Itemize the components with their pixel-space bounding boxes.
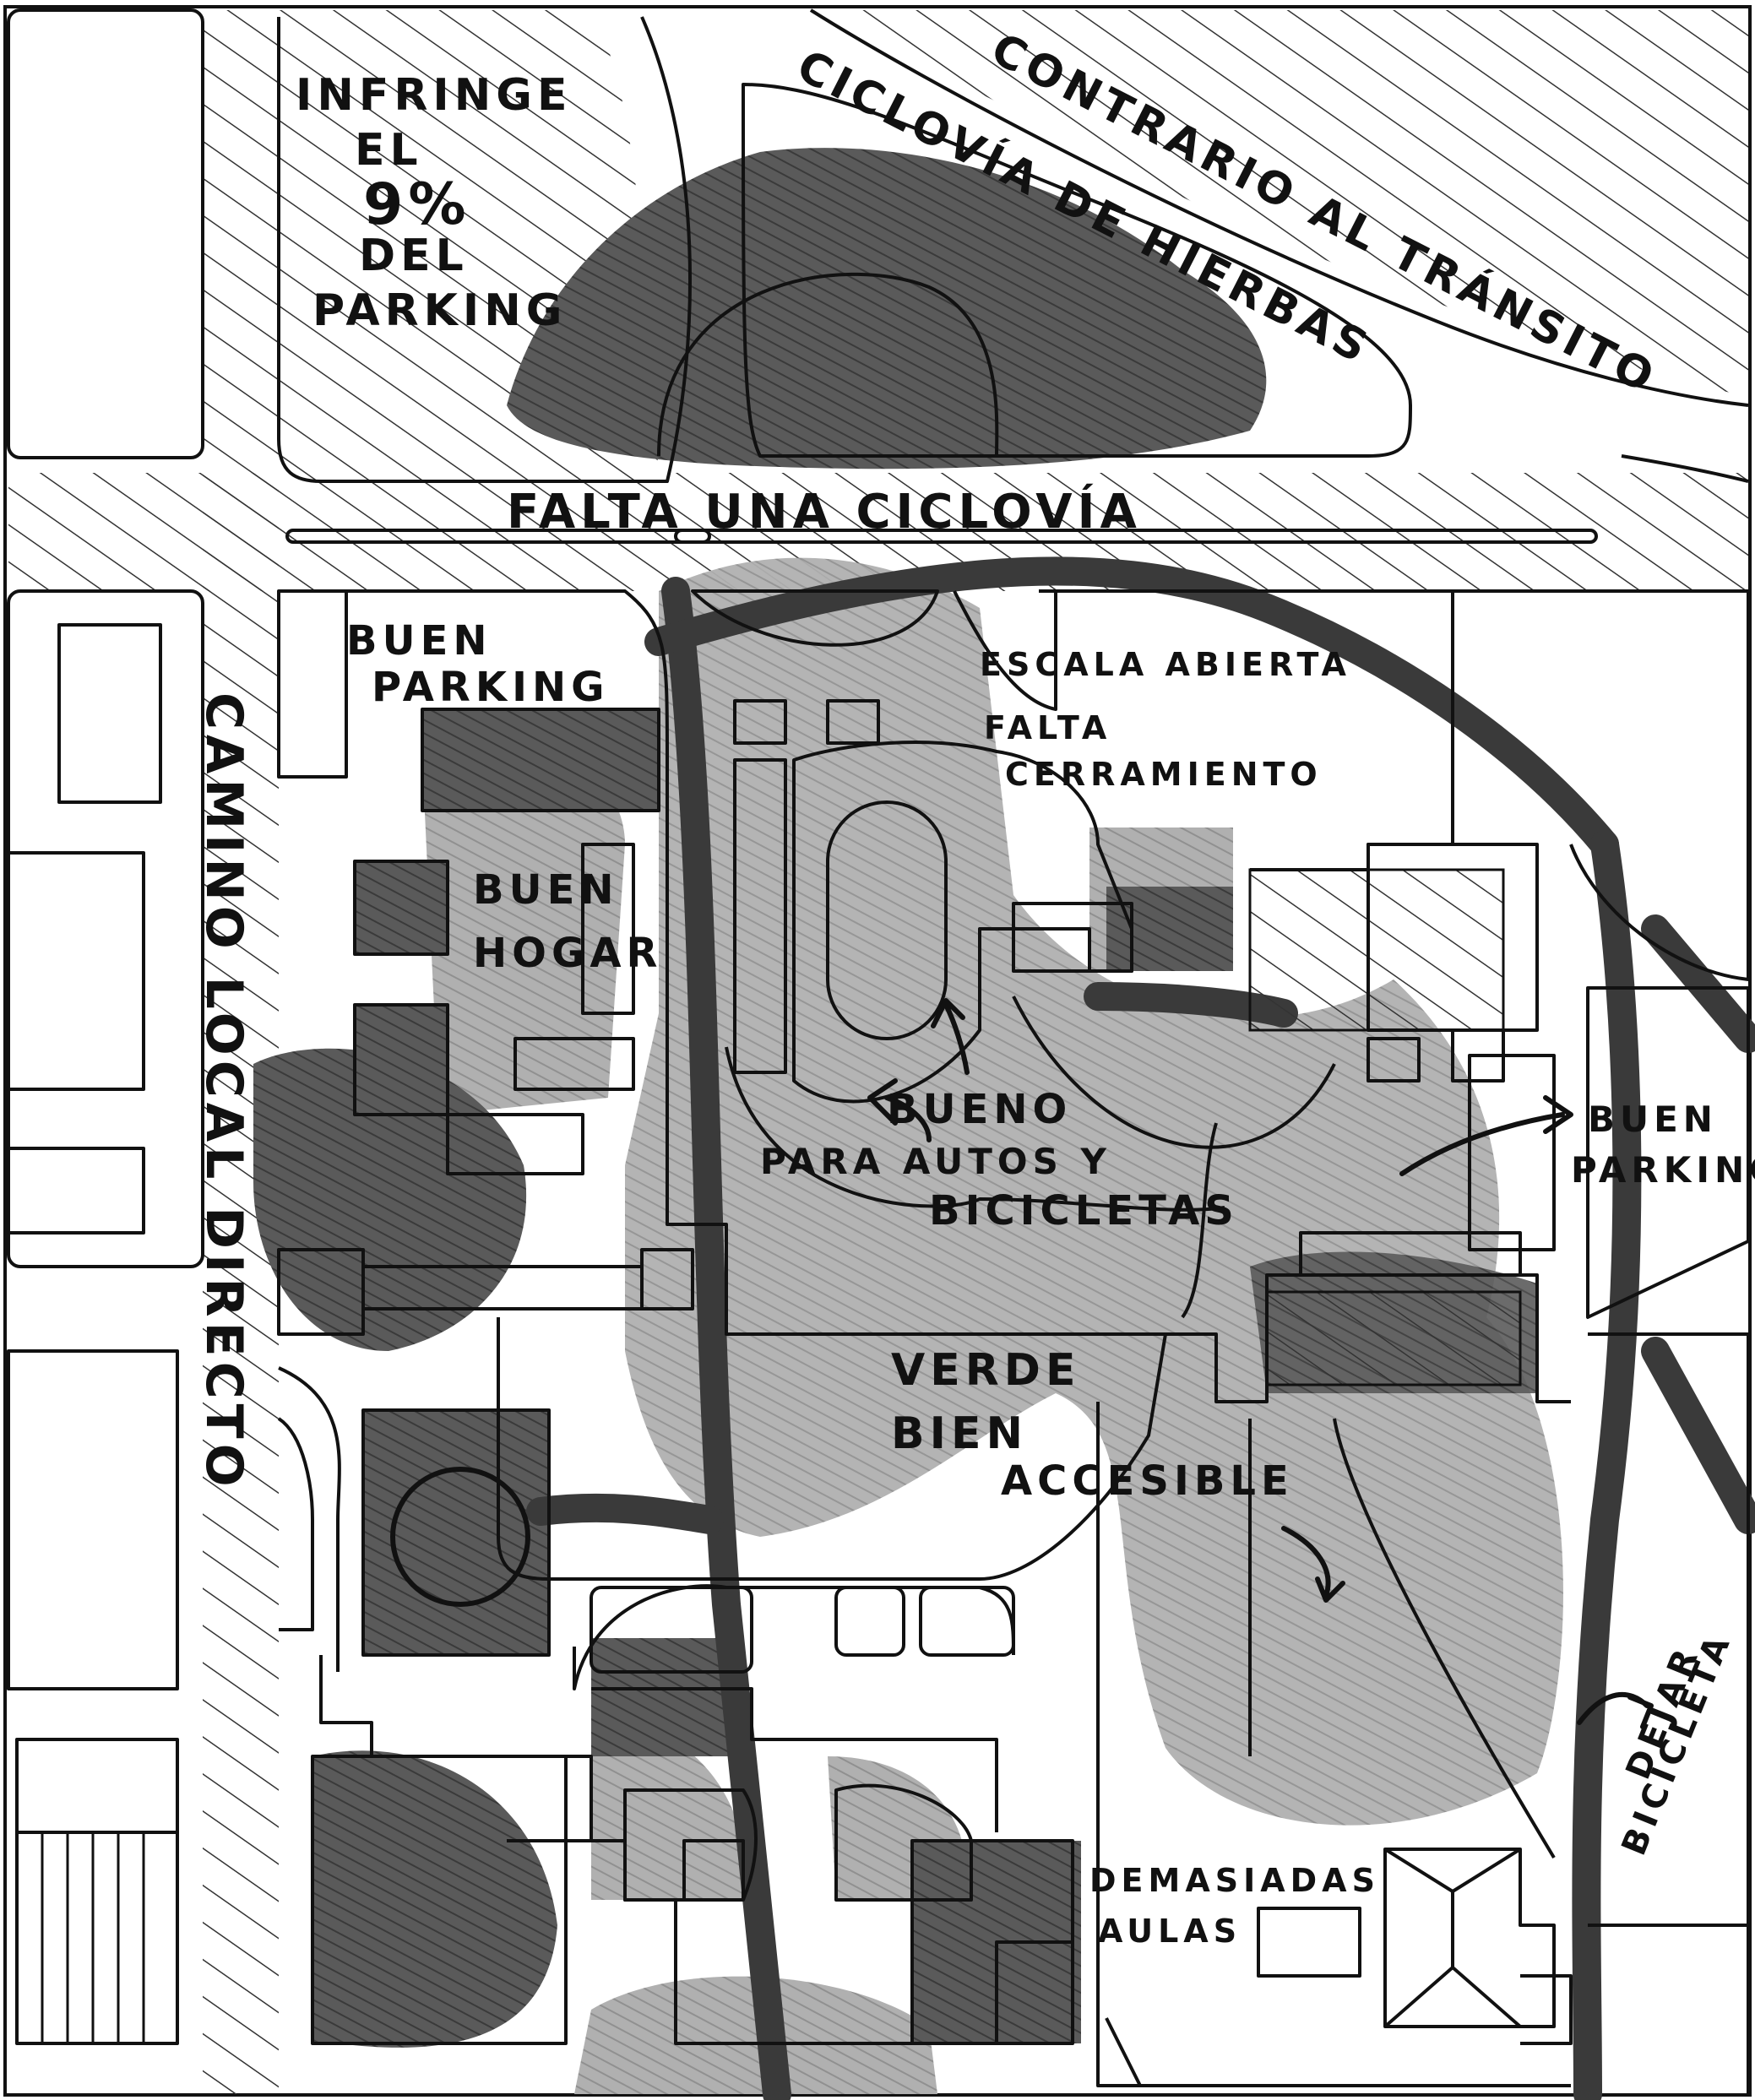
arrow-to-parking-lane: [931, 998, 970, 1075]
label-verde-line1: VERDE: [891, 1345, 1081, 1396]
label-buen-parking-1-line2: PARKING: [372, 664, 610, 711]
arrow-to-dejar-bicicleta: [1577, 1692, 1654, 1729]
label-demasiadas-line1: DEMASIADAS: [1089, 1862, 1380, 1899]
label-bueno-autos-line1: BUENO: [887, 1086, 1072, 1133]
label-demasiadas-line2: AULAS: [1098, 1913, 1242, 1950]
arrow-to-accesible-area: [1281, 1526, 1345, 1603]
label-infringe-line2: EL: [355, 125, 423, 176]
label-escala-line2: FALTA: [984, 709, 1111, 746]
label-buen-parking-2-line1: BUEN: [1588, 1099, 1718, 1140]
label-camino-local: CAMINO LOCAL DIRECTO: [194, 692, 253, 1492]
label-infringe-line4: DEL: [359, 231, 469, 281]
label-bueno-autos-line3: BICICLETAS: [929, 1187, 1239, 1234]
label-infringe-line5: PARKING: [312, 285, 567, 336]
arrow-to-buen-parking-2: [1399, 1095, 1573, 1176]
label-buen-hogar-line1: BUEN: [473, 866, 619, 914]
label-buen-parking-1-line1: BUEN: [346, 617, 492, 665]
label-infringe-line3: 9%: [363, 171, 470, 238]
light-shaded-areas: [422, 557, 1563, 2094]
label-falta-ciclovia: FALTA UNA CICLOVÍA: [507, 484, 1142, 540]
dark-pathways: [526, 556, 1755, 2100]
label-escala-line3: CERRAMIENTO: [1005, 756, 1323, 793]
hatched-buildings: [1248, 868, 1522, 1386]
label-buen-parking-2-line2: PARKING: [1571, 1149, 1755, 1191]
plan-linework: [7, 8, 1750, 2094]
label-buen-hogar-line2: HOGAR: [473, 930, 662, 977]
label-verde-line2: BIEN: [891, 1408, 1028, 1459]
label-verde-line3: ACCESIBLE: [1001, 1457, 1294, 1505]
label-bueno-autos-line2: PARA AUTOS Y: [760, 1141, 1111, 1182]
hatched-road-areas: [8, 10, 1748, 2094]
arrow-to-green-area: [867, 1078, 932, 1142]
annotation-arrows: [867, 998, 1654, 1729]
label-infringe-line1: INFRINGE: [296, 70, 573, 121]
label-escala-line1: ESCALA ABIERTA: [980, 646, 1351, 683]
